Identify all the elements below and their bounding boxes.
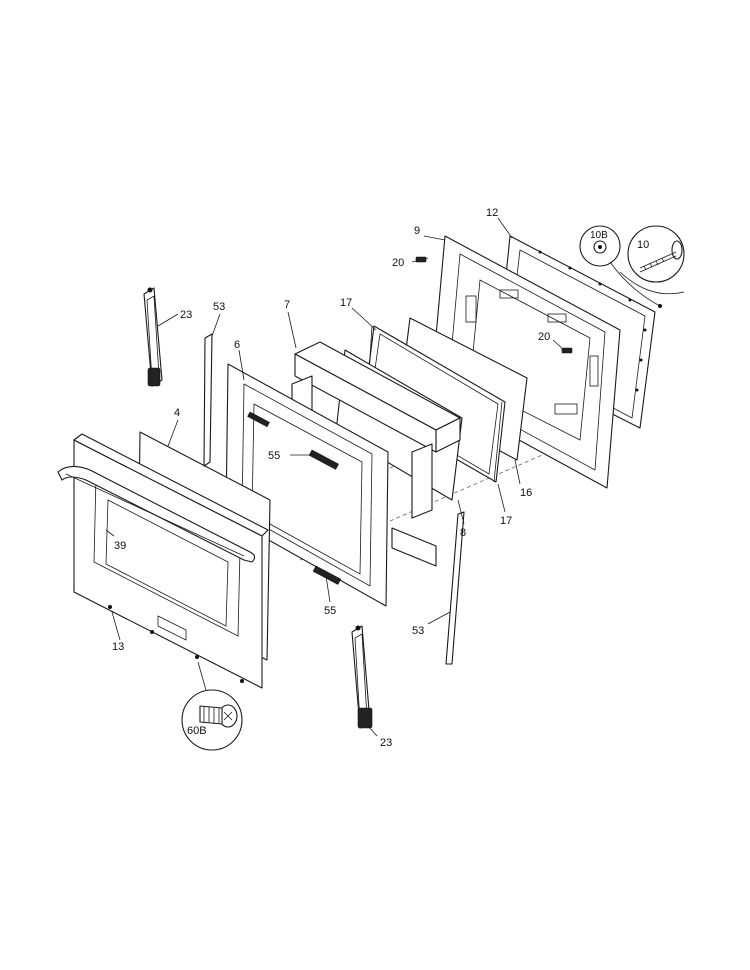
callout-55-bottom: 55	[324, 605, 336, 617]
callout-13: 13	[112, 641, 124, 653]
callout-17-bottom: 17	[500, 515, 512, 527]
callout-20-top: 20	[392, 257, 404, 269]
callout-16: 16	[520, 487, 532, 499]
callout-9: 9	[414, 225, 420, 237]
callout-53-right: 53	[412, 625, 424, 637]
callout-6: 6	[234, 339, 240, 351]
part-53-seals	[203, 333, 465, 665]
callout-4: 4	[174, 407, 180, 419]
callout-20-right: 20	[538, 331, 550, 343]
callout-17-top: 17	[340, 297, 352, 309]
part-23-hinge-bottom	[351, 625, 373, 729]
leader-lines	[105, 217, 565, 737]
callout-10: 10	[637, 239, 649, 251]
part-20-screw-top	[411, 256, 429, 263]
callout-23-top: 23	[180, 309, 192, 321]
callout-12: 12	[486, 207, 498, 219]
part-20-screw-right	[561, 347, 573, 354]
callout-55-top: 55	[268, 450, 280, 462]
callout-53-left: 53	[213, 301, 225, 313]
callout-7: 7	[284, 299, 290, 311]
detail-60b-screw	[181, 661, 243, 751]
callout-39: 39	[114, 540, 126, 552]
callout-60b: 60B	[187, 725, 207, 737]
part-7-insulation	[291, 341, 461, 567]
callout-8: 8	[460, 527, 466, 539]
callout-10b: 10B	[590, 230, 608, 241]
detail-10b-washer	[579, 225, 621, 267]
part-6-door-frame	[225, 363, 389, 607]
callout-23-bottom: 23	[380, 737, 392, 749]
detail-10-bolt	[609, 225, 685, 308]
part-13-outer-door	[57, 433, 269, 689]
part-23-hinge-top	[143, 287, 163, 387]
callout-labels: 23 53 7 6 4 17 9 12 20 20 55 55 16 8 17 …	[112, 207, 649, 749]
